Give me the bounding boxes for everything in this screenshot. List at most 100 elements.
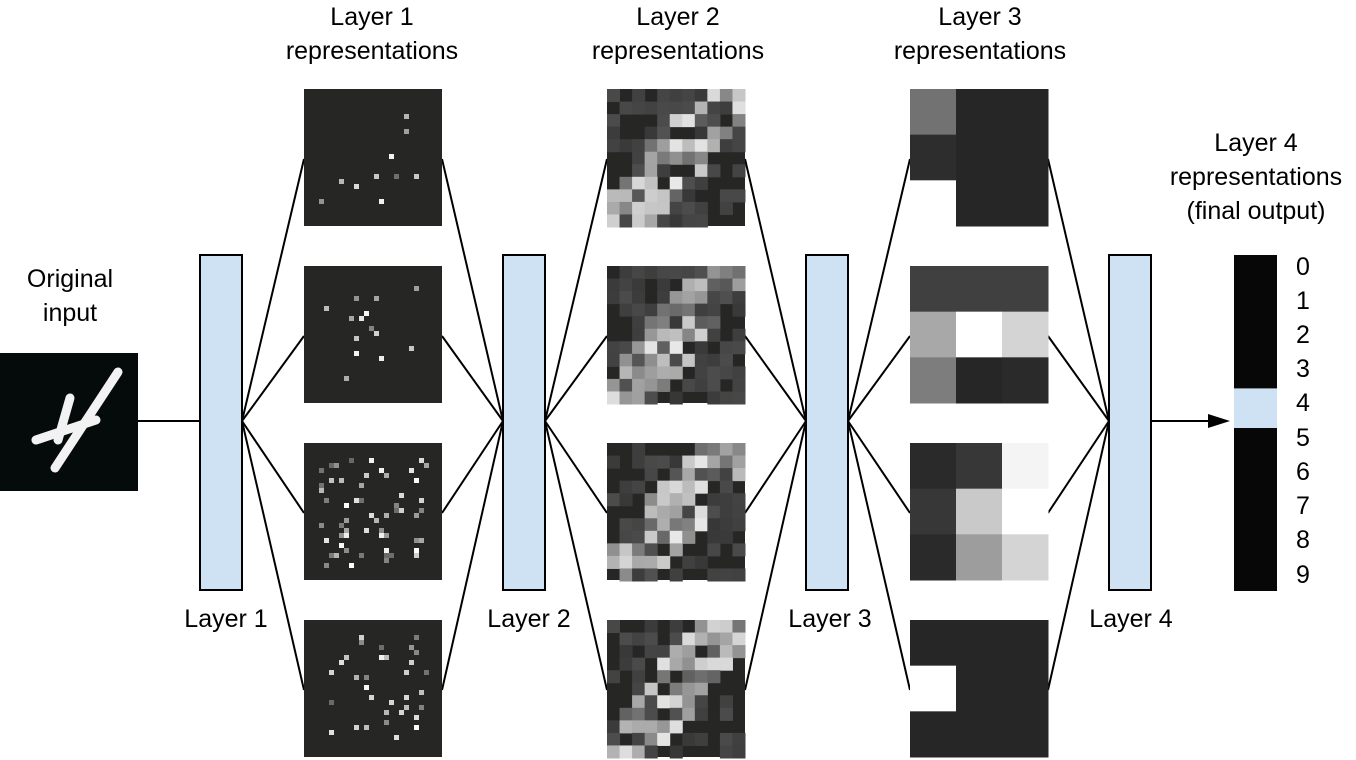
feature-pixel: [619, 353, 633, 367]
feature-pixel: [682, 303, 696, 317]
feature-pixel: [910, 357, 957, 404]
connection-line: [241, 335, 305, 422]
feature-pixel: [707, 657, 721, 671]
feature-pixel: [910, 534, 957, 581]
feature-pixel: [694, 732, 708, 746]
feature-pixel: [644, 151, 658, 165]
feature-pixel: [682, 555, 696, 569]
feature-pixel: [619, 201, 633, 215]
feature-pixel: [657, 303, 671, 317]
feature-pixel: [329, 700, 334, 705]
feature-pixel: [657, 378, 671, 392]
feature-pixel: [644, 353, 658, 367]
feature-pixel: [359, 635, 364, 640]
feature-pixel: [956, 357, 1003, 404]
feature-pixel: [707, 278, 721, 292]
feature-pixel: [419, 508, 424, 513]
feature-pixel: [694, 670, 708, 684]
feature-pixel: [669, 316, 683, 330]
feature-pixel: [354, 351, 359, 356]
feature-pixel: [719, 632, 733, 646]
connection-line: [241, 420, 305, 691]
output-column: [1234, 255, 1277, 591]
connection-line: [241, 420, 305, 514]
feature-pixel: [339, 533, 344, 538]
connection-line: [744, 335, 807, 422]
feature-pixel: [694, 555, 708, 569]
feature-pixel: [719, 657, 733, 671]
feature-pixel: [719, 266, 733, 280]
feature-pixel: [657, 278, 671, 292]
output-digit-1: 1: [1296, 287, 1310, 315]
feature-pixel: [707, 468, 721, 482]
feature-pixel: [682, 518, 696, 532]
feature-pixel: [632, 745, 646, 759]
feature-pixel: [694, 682, 708, 696]
feature-pixel: [379, 468, 384, 473]
feature-map-layer1-2: [304, 266, 442, 403]
feature-pixel: [394, 174, 399, 179]
connection-line: [1047, 420, 1110, 691]
feature-pixel: [644, 720, 658, 734]
feature-pixel: [694, 443, 708, 457]
feature-pixel: [707, 291, 721, 305]
connection-line: [847, 420, 911, 514]
feature-pixel: [409, 660, 414, 665]
connection-line: [1047, 158, 1110, 422]
feature-pixel: [707, 568, 721, 582]
feature-pixel: [657, 89, 671, 103]
feature-pixel: [384, 548, 389, 553]
feature-pixel: [329, 463, 334, 468]
feature-pixel: [707, 530, 721, 544]
feature-pixel: [956, 665, 1003, 712]
feature-pixel: [607, 114, 621, 128]
feature-pixel: [384, 513, 389, 518]
feature-pixel: [632, 530, 646, 544]
feature-pixel: [657, 530, 671, 544]
feature-pixel: [644, 266, 658, 280]
feature-pixel: [657, 291, 671, 305]
feature-pixel: [619, 543, 633, 557]
output-digit-4: 4: [1296, 389, 1310, 417]
feature-pixel: [719, 480, 733, 494]
feature-pixel: [632, 341, 646, 355]
feature-map-background: [304, 266, 442, 403]
feature-pixel: [632, 151, 646, 165]
feature-pixel: [682, 695, 696, 709]
feature-pixel: [344, 518, 349, 523]
feature-pixel: [632, 164, 646, 178]
feature-pixel: [707, 505, 721, 519]
feature-pixel: [619, 189, 633, 203]
feature-pixel: [607, 391, 621, 405]
feature-pixel: [719, 201, 733, 215]
feature-map-background: [304, 89, 442, 226]
feature-pixel: [644, 732, 658, 746]
feature-pixel: [707, 164, 721, 178]
connection-lines: [138, 158, 1230, 691]
feature-pixel: [669, 620, 683, 634]
feature-pixel: [369, 458, 374, 463]
feature-pixel: [409, 346, 414, 351]
layer3-rep-line1: Layer 3: [938, 3, 1022, 31]
feature-pixel: [669, 543, 683, 557]
feature-pixel: [694, 126, 708, 140]
feature-pixel: [682, 328, 696, 342]
feature-pixel: [632, 89, 646, 103]
feature-pixel: [607, 341, 621, 355]
connection-line: [1047, 335, 1110, 422]
feature-pixel: [619, 720, 633, 734]
feature-pixel: [669, 530, 683, 544]
feature-pixel: [424, 463, 429, 468]
feature-pixel: [364, 725, 369, 730]
feature-map-layer3-1: [910, 89, 1049, 227]
feature-pixel: [344, 376, 349, 381]
feature-pixel: [354, 296, 359, 301]
feature-pixel: [669, 341, 683, 355]
layer2-block: [502, 254, 546, 591]
feature-pixel: [707, 316, 721, 330]
feature-pixel: [682, 468, 696, 482]
feature-pixel: [657, 645, 671, 659]
feature-pixel: [669, 695, 683, 709]
feature-pixel: [369, 513, 374, 518]
layer-blocks: [199, 254, 1152, 591]
